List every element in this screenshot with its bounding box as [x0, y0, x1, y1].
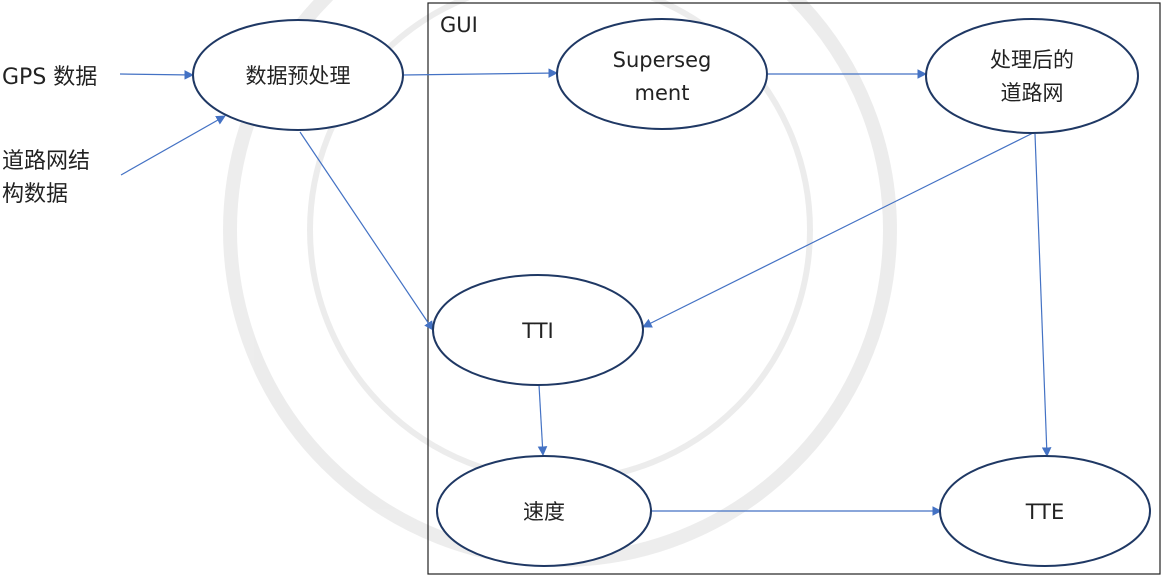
- edge-processed-to-tti: [642, 132, 1034, 328]
- node-supersegment-label-line2: ment: [635, 81, 690, 105]
- gps-data-label: GPS 数据: [2, 65, 97, 90]
- edge-preprocess-to-superseg: [402, 68, 558, 78]
- node-supersegment-label-line1: Superseg: [613, 48, 712, 72]
- edge-tti-to-speed: [537, 384, 548, 456]
- edge-preprocess-to-tti: [299, 131, 434, 331]
- edge-road-to-preprocess: [120, 115, 226, 176]
- node-speed-label: 速度: [523, 500, 565, 524]
- node-tti-label: TTI: [521, 319, 553, 343]
- node-preprocess-label: 数据预处理: [246, 64, 351, 88]
- gui-label: GUI: [440, 13, 478, 37]
- edge-processed-to-tte: [1034, 133, 1052, 457]
- gui-container-box: [427, 2, 1161, 575]
- node-supersegment: Superseg ment: [556, 18, 768, 130]
- node-speed: 速度: [436, 455, 652, 567]
- node-tti: TTI: [432, 274, 644, 386]
- node-processed-label-line2: 道路网: [1001, 81, 1064, 105]
- node-tte: TTE: [939, 455, 1151, 567]
- node-processed-label-line1: 处理后的: [990, 48, 1074, 72]
- node-preprocess: 数据预处理: [192, 19, 404, 131]
- edge-gps-to-preprocess: [119, 70, 194, 80]
- road-data-label-line1: 道路网结: [2, 149, 90, 174]
- road-data-label-line2: 构数据: [2, 182, 68, 207]
- edges: [119, 68, 1052, 516]
- node-tte-label: TTE: [1025, 500, 1065, 524]
- node-processed-road-network: 处理后的 道路网: [925, 18, 1139, 134]
